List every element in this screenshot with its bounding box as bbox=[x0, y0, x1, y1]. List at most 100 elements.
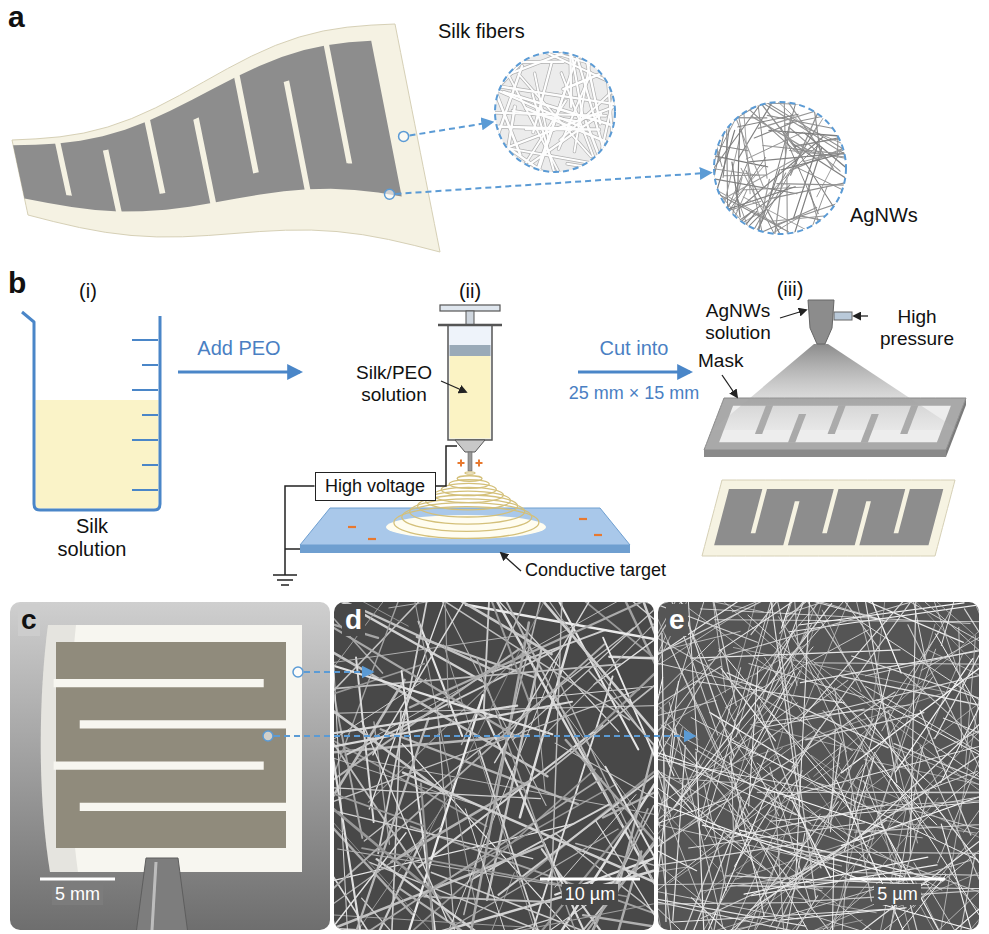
electrode-gap bbox=[55, 142, 72, 195]
part-label: Mask bbox=[698, 350, 758, 372]
collector-side bbox=[300, 545, 630, 553]
silver-nanowire bbox=[765, 602, 800, 807]
panel-letter: b bbox=[8, 266, 38, 301]
positive-charge bbox=[458, 460, 465, 467]
scale-bar bbox=[40, 878, 115, 881]
silver-nanowire bbox=[658, 751, 836, 793]
step-number: (ii) bbox=[440, 280, 500, 303]
silk-fiber bbox=[334, 779, 601, 930]
silk-fiber bbox=[489, 602, 654, 779]
silk-fiber bbox=[482, 127, 526, 177]
panel-letter: d bbox=[342, 604, 365, 636]
silk-fiber bbox=[496, 107, 514, 223]
silver-nanowire bbox=[705, 725, 735, 825]
silver-nanowire bbox=[841, 662, 979, 810]
graduation-mark bbox=[142, 364, 158, 366]
pointer-origin bbox=[263, 731, 273, 741]
silver-nanowire bbox=[709, 130, 735, 218]
silver-nanowire bbox=[687, 211, 763, 253]
leader-arrow bbox=[854, 315, 868, 316]
pointer-arrow bbox=[274, 735, 694, 737]
silk-fiber bbox=[352, 602, 630, 720]
printed-substrate bbox=[702, 480, 955, 556]
silver-nanowire bbox=[774, 791, 787, 930]
silver-nanowire-view bbox=[659, 50, 904, 286]
silver-nanowire bbox=[751, 116, 807, 150]
silver-nanowire bbox=[731, 173, 786, 271]
silver-nanowire bbox=[658, 837, 694, 930]
silk-fiber bbox=[334, 845, 545, 930]
silver-nanowire bbox=[658, 855, 821, 930]
part-label: Silk/PEO solution bbox=[351, 362, 437, 406]
silver-nanowire bbox=[804, 602, 901, 710]
panel-letter: a bbox=[8, 0, 38, 35]
pointer-origin bbox=[399, 131, 409, 141]
silver-nanowire bbox=[715, 185, 789, 260]
silver-nanowire bbox=[658, 602, 791, 691]
silver-nanowire bbox=[792, 186, 827, 280]
silver-nanowire bbox=[855, 602, 917, 843]
electrode-gap bbox=[822, 488, 838, 533]
electrode-gap bbox=[144, 119, 165, 194]
silk-fiber bbox=[609, 657, 654, 662]
needle bbox=[468, 452, 472, 471]
negative-charge bbox=[348, 526, 356, 528]
silver-nanowire bbox=[658, 843, 802, 878]
silver-nanowire bbox=[658, 747, 841, 905]
part-label: AgNWs solution bbox=[700, 300, 776, 344]
silver-nanowire bbox=[723, 786, 800, 930]
silver-nanowire bbox=[885, 788, 929, 930]
silk-fiber bbox=[533, 665, 545, 791]
silver-nanowire bbox=[802, 852, 979, 854]
silver-nanowire bbox=[798, 602, 923, 654]
silver-nanowire bbox=[965, 636, 975, 769]
electrode-gap bbox=[54, 761, 264, 769]
silk-fiber bbox=[605, 46, 619, 129]
process-step-label: Add PEO bbox=[179, 337, 299, 360]
silver-nanowire bbox=[738, 114, 799, 127]
sem-silk-fibers bbox=[334, 602, 654, 930]
silver-nanowire bbox=[868, 602, 974, 634]
pointer-arrow bbox=[410, 122, 492, 135]
silk-fiber bbox=[362, 898, 448, 930]
silver-nanowire bbox=[800, 602, 879, 650]
photo-panel: c5 mm bbox=[10, 602, 330, 930]
silk-fiber bbox=[495, 602, 654, 763]
leader-arrow bbox=[501, 553, 521, 571]
silver-nanowire bbox=[661, 772, 850, 880]
silver-nanowire bbox=[800, 216, 844, 225]
silver-nanowire bbox=[871, 737, 979, 847]
panel-b-illustration bbox=[22, 300, 966, 585]
silver-nanowire bbox=[790, 124, 900, 170]
silver-nanowire bbox=[769, 896, 818, 930]
silver-nanowire bbox=[738, 129, 740, 192]
scale-bar bbox=[850, 878, 945, 881]
panel-a-illustration bbox=[12, 0, 903, 287]
electrode-gap bbox=[751, 488, 767, 533]
spray-cone bbox=[712, 344, 958, 430]
silk-fiber bbox=[528, 89, 566, 204]
silver-nanowire bbox=[959, 627, 962, 747]
plunger-head bbox=[440, 305, 500, 311]
silk-fiber bbox=[596, 821, 654, 930]
node-text: High voltage bbox=[325, 476, 425, 497]
silver-nanowire bbox=[741, 168, 798, 280]
process-arrow bbox=[178, 371, 300, 374]
silk-fiber bbox=[334, 664, 424, 746]
printed-electrode bbox=[56, 642, 286, 848]
silk-fiber bbox=[604, 38, 612, 138]
silver-nanowire bbox=[658, 602, 792, 685]
silver-nanowire bbox=[738, 113, 763, 235]
silver-nanowire bbox=[749, 667, 758, 806]
silver-nanowire bbox=[658, 668, 698, 739]
process-arrow bbox=[578, 371, 690, 374]
graduation-mark bbox=[132, 389, 158, 391]
electrode-gap bbox=[854, 501, 870, 546]
plunger-piston bbox=[450, 345, 491, 356]
silk-fiber bbox=[373, 602, 474, 755]
silk-fiber bbox=[419, 602, 595, 852]
silver-nanowire bbox=[863, 792, 979, 794]
silver-nanowire bbox=[689, 823, 865, 848]
silver-nanowire bbox=[799, 798, 938, 930]
